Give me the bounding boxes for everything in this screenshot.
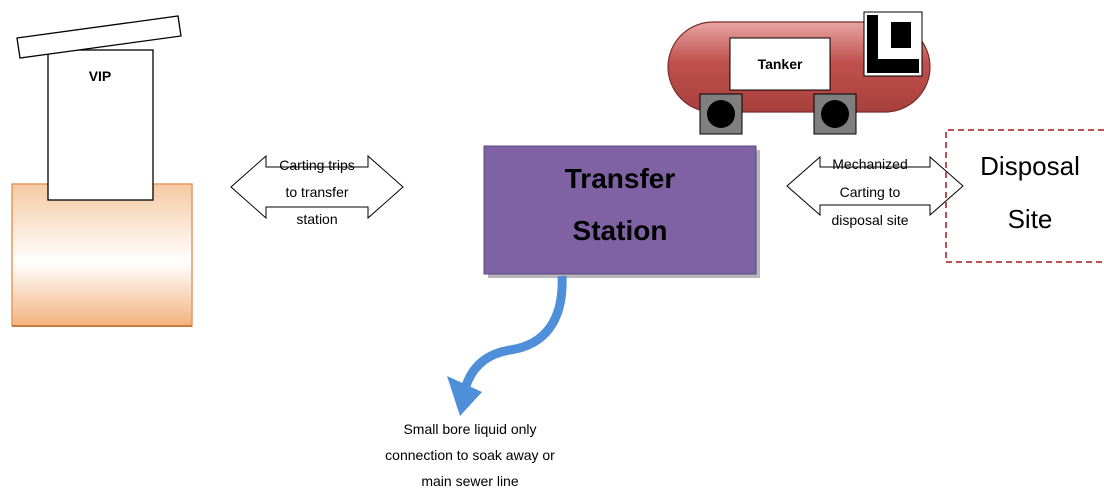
carting-trips-arrow: Carting trips to transfer station xyxy=(230,154,404,227)
vip-roof xyxy=(16,15,182,59)
transfer-station-line-1: Transfer xyxy=(565,163,676,194)
carting-arrow-shape xyxy=(230,154,404,220)
transfer-station-line-2: Station xyxy=(573,215,668,246)
outflow-note-line-1: Small bore liquid only xyxy=(403,421,536,437)
tanker-cab-icon xyxy=(863,11,923,77)
tanker-wheel-rear xyxy=(699,93,743,135)
disposal-site-line-2: Site xyxy=(1008,204,1053,234)
tanker-label: Tanker xyxy=(758,56,803,72)
mechanized-arrow-shape xyxy=(786,155,964,217)
vip-pit xyxy=(11,183,193,327)
tanker-label-box xyxy=(729,37,831,91)
mechanized-carting-arrow: Mechanized Carting to disposal site xyxy=(786,155,964,228)
tanker-truck: Tanker xyxy=(667,11,931,135)
outflow-arrow-shaft xyxy=(461,275,567,388)
disposal-site-border xyxy=(945,129,1104,263)
outflow-arrow-head xyxy=(447,376,482,416)
vip-superstructure xyxy=(47,49,154,201)
outflow-note: Small bore liquid only connection to soa… xyxy=(385,421,555,489)
disposal-site-line-1: Disposal xyxy=(980,151,1080,181)
transfer-station-box xyxy=(483,145,757,275)
mechanized-arrow-line-2: Carting to xyxy=(840,184,901,200)
carting-arrow-line-2: to transfer xyxy=(285,184,348,200)
vip-latrine: VIP xyxy=(11,15,193,327)
outflow-note-line-2: connection to soak away or xyxy=(385,447,555,463)
outflow-note-line-3: main sewer line xyxy=(421,473,518,489)
mechanized-arrow-line-1: Mechanized xyxy=(832,156,908,172)
mechanized-arrow-line-3: disposal site xyxy=(831,212,908,228)
tanker-wheel-front xyxy=(813,93,857,135)
carting-arrow-line-1: Carting trips xyxy=(279,157,354,173)
disposal-site: Disposal Site xyxy=(945,129,1104,263)
vip-label: VIP xyxy=(89,68,112,84)
carting-arrow-line-3: station xyxy=(296,211,337,227)
outflow-arrow xyxy=(447,275,567,416)
transfer-station: Transfer Station xyxy=(483,145,760,278)
